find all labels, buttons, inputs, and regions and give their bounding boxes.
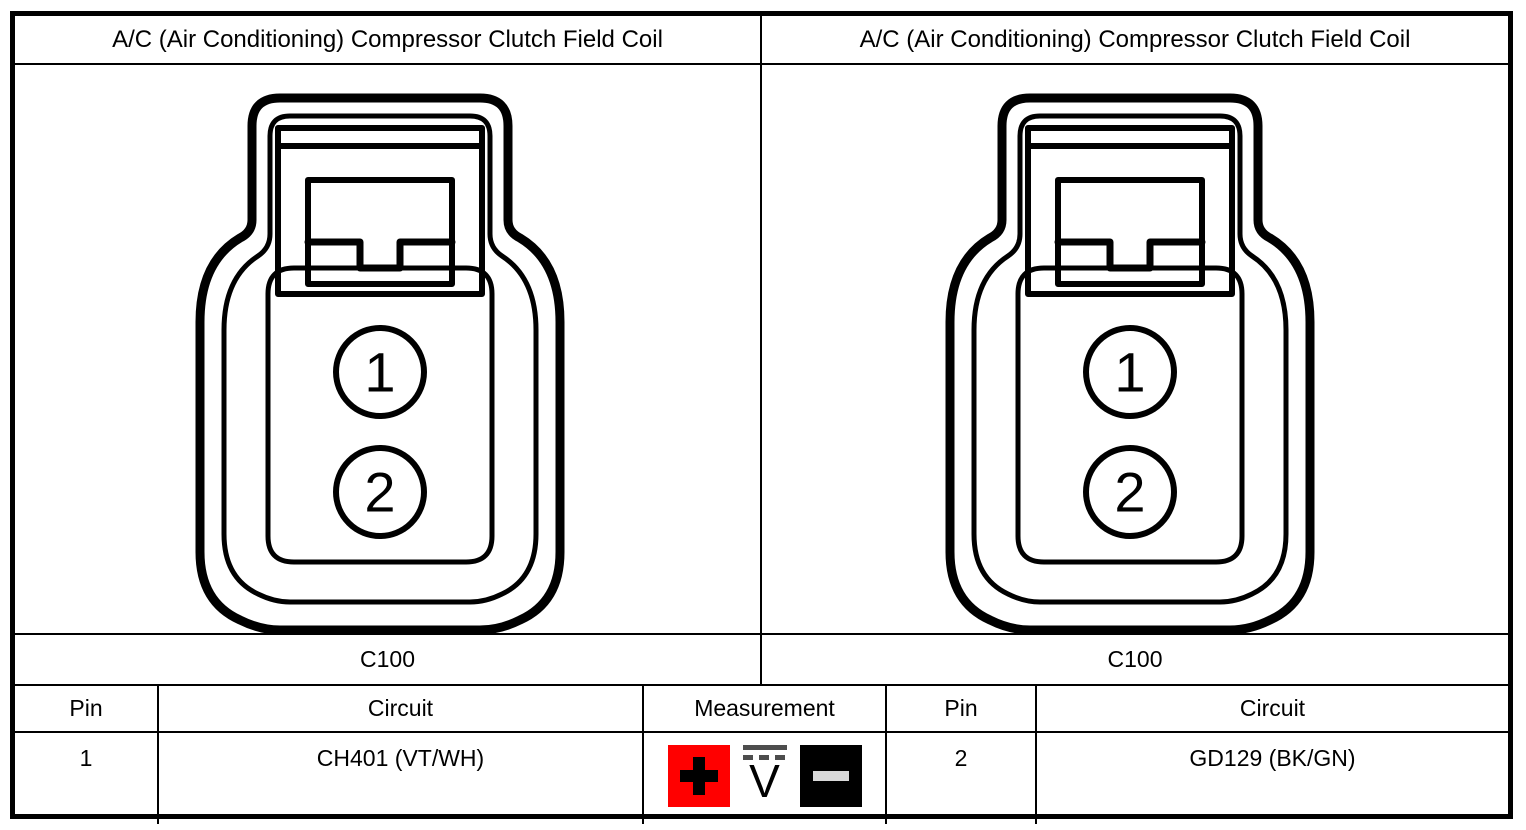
connector-inner-shell [971, 113, 1289, 605]
pin-number-2-right: 2 [1114, 461, 1145, 524]
rule-measurement-right-pin [885, 684, 887, 824]
dc-voltage-icon: V [740, 743, 790, 809]
connector-svg-left: 1 2 [195, 93, 565, 635]
pin-cavity-2 [333, 445, 427, 539]
connector-locking-tab-outer [1025, 125, 1235, 297]
header-circuit-left: Circuit [367, 695, 434, 721]
connector-locking-tab-notch [1055, 177, 1205, 287]
header-pin-left: Pin [69, 695, 103, 721]
minus-square-icon [799, 745, 862, 807]
header-circuit-right: Circuit [1239, 695, 1306, 721]
diagram-frame: A/C (Air Conditioning) Compressor Clutch… [10, 11, 1513, 824]
connector-cavity-body [1015, 265, 1245, 565]
value-pin-left: 1 [79, 744, 93, 771]
connector-drawing-right: 1 2 [940, 82, 1320, 648]
connector-outer-shell [195, 93, 565, 635]
panel-title-left: A/C (Air Conditioning) Compressor Clutch… [112, 25, 663, 53]
plus-square-icon [667, 745, 730, 807]
dc-solid-bar [742, 745, 787, 750]
rule-panel-divider [760, 16, 762, 684]
connector-inner-shell [221, 113, 539, 605]
connector-locking-tab-outer [275, 125, 485, 297]
value-pin-right: 2 [954, 744, 968, 771]
rule-below-table-headers [15, 731, 1508, 733]
volt-letter: V [749, 755, 780, 807]
connector-notch-cutout [304, 238, 456, 272]
connector-outer-shell [945, 93, 1315, 635]
pin-cavity-2 [1083, 445, 1177, 539]
panel-title-right: A/C (Air Conditioning) Compressor Clutch… [859, 25, 1411, 53]
connector-id-right: C100 [1107, 646, 1163, 672]
dc-dashed-bar [742, 755, 787, 760]
value-circuit-right: GD129 (BK/GN) [1189, 744, 1356, 771]
connector-id-left: C100 [360, 646, 415, 672]
connector-svg-right: 1 2 [945, 93, 1315, 635]
pin-number-1-right: 1 [1114, 341, 1145, 404]
connector-notch-cutout [1054, 238, 1206, 272]
rule-below-connector-ids [15, 684, 1508, 686]
header-pin-right: Pin [944, 695, 978, 721]
pin-cavity-1 [1083, 325, 1177, 419]
rule-circuit-measurement [642, 684, 644, 824]
connector-locking-tab-notch [305, 177, 455, 287]
value-circuit-left: CH401 (VT/WH) [316, 744, 485, 771]
connector-drawing-left: 1 2 [190, 82, 570, 648]
rule-left-pin-circuit [157, 684, 159, 824]
pin-cavity-1 [333, 325, 427, 419]
rule-right-pin-circuit [1035, 684, 1037, 824]
pin-number-1-left: 1 [364, 341, 395, 404]
measurement-icons: V [644, 733, 885, 819]
pin-number-2-left: 2 [364, 461, 395, 524]
header-measurement: Measurement [694, 695, 835, 721]
connector-cavity-body [265, 265, 495, 565]
